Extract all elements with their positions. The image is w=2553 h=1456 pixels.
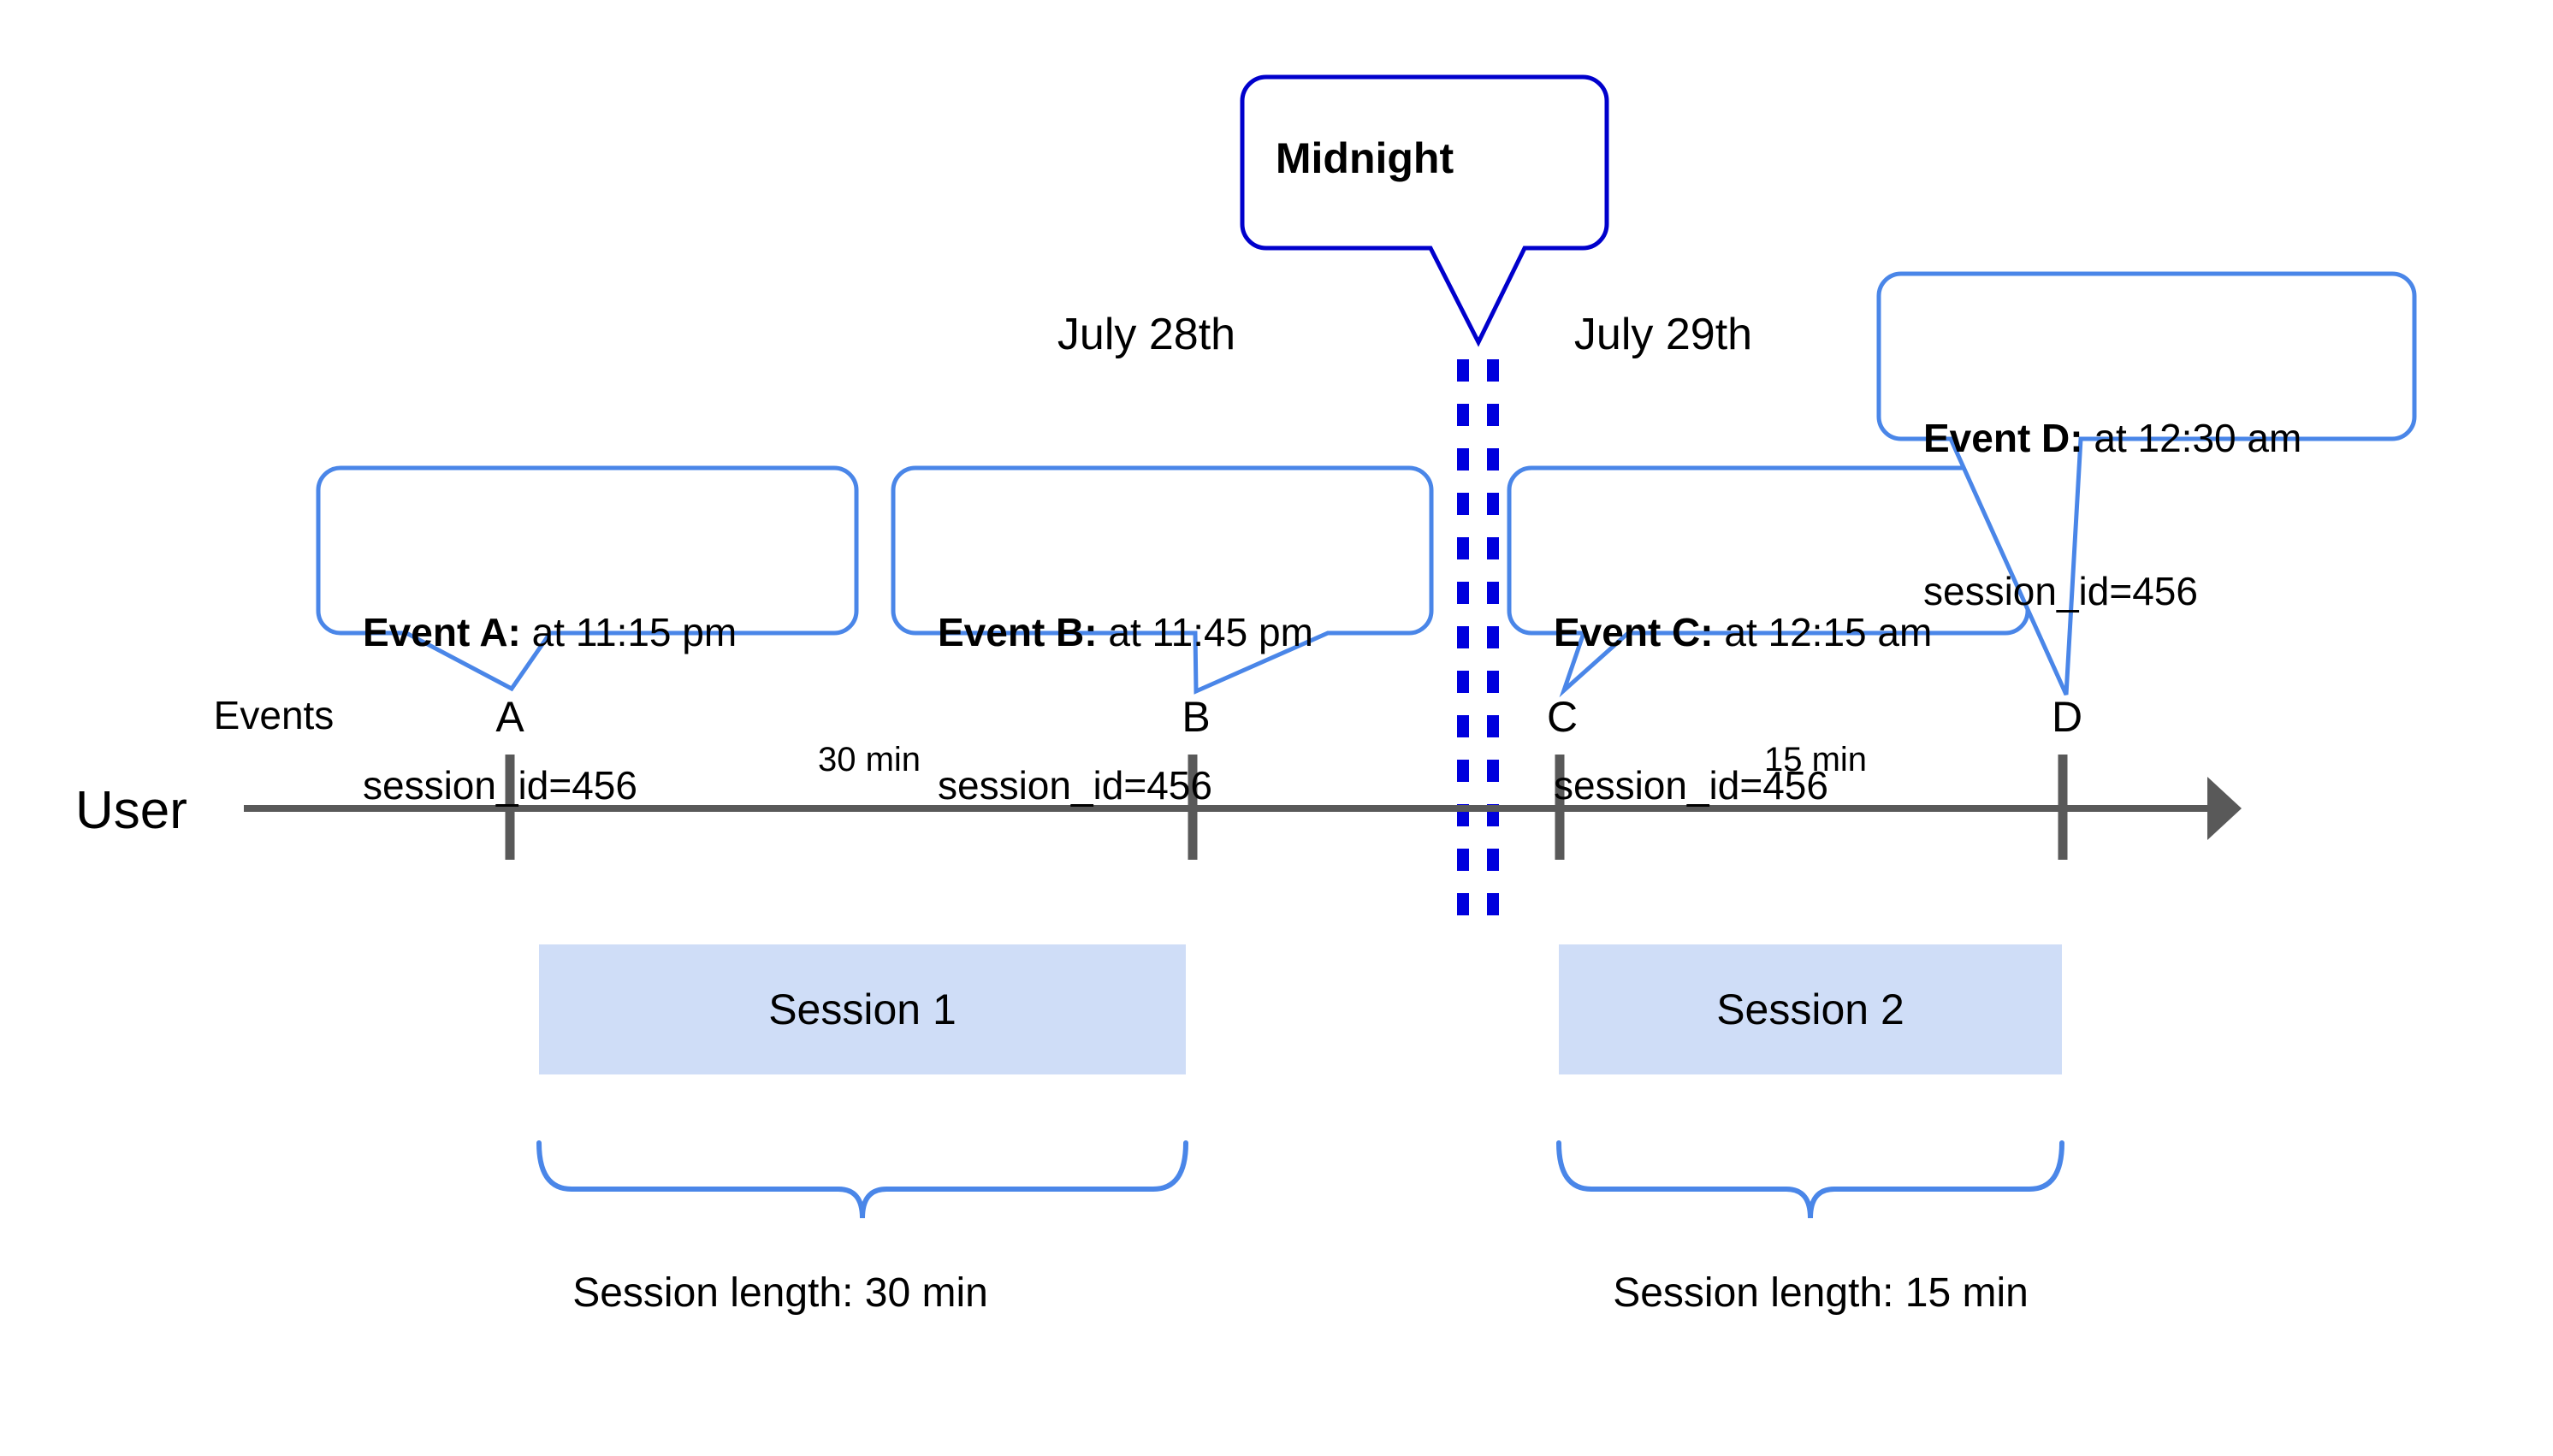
event-detail-b: at 11:45 pm bbox=[1097, 609, 1313, 654]
event-session-b: session_id=456 bbox=[938, 762, 1212, 808]
event-callout-text-a: Event A: at 11:15 pm session_id=456 bbox=[363, 505, 737, 914]
event-title-a: Event A: bbox=[363, 609, 521, 654]
event-detail-a: at 11:15 pm bbox=[520, 609, 737, 654]
event-callout-text-b: Event B: at 11:45 pm session_id=456 bbox=[938, 505, 1313, 914]
session-box-2 bbox=[1559, 944, 2062, 1074]
timeline-marker-label-b: B bbox=[1182, 693, 1211, 741]
session-brace-1 bbox=[536, 1140, 1188, 1219]
timeline-marker-label-a: A bbox=[495, 693, 524, 741]
event-callout-text-c: Event C: at 12:15 am session_id=456 bbox=[1554, 505, 1932, 914]
event-detail-d: at 12:30 am bbox=[2082, 415, 2302, 460]
event-title-d: Event D: bbox=[1923, 415, 2083, 460]
day-label-july-29: July 29th bbox=[1573, 310, 1753, 359]
event-session-a: session_id=456 bbox=[363, 762, 637, 808]
session-caption-1: Session length: 30 min bbox=[572, 1270, 988, 1316]
event-session-c: session_id=456 bbox=[1554, 762, 1828, 808]
event-detail-c: at 12:15 am bbox=[1713, 609, 1933, 654]
timeline-arrowhead bbox=[2207, 777, 2242, 840]
session-box-1 bbox=[539, 944, 1186, 1074]
lane-label-user: User bbox=[75, 781, 187, 840]
event-session-d: session_id=456 bbox=[1923, 568, 2198, 613]
session-caption-2: Session length: 15 min bbox=[1613, 1270, 2029, 1316]
lane-label-events: Events bbox=[213, 693, 335, 737]
session-label-1: Session 1 bbox=[768, 985, 957, 1033]
event-title-b: Event B: bbox=[938, 609, 1098, 654]
timeline-marker-label-c: C bbox=[1546, 693, 1579, 741]
timeline-marker-label-d: D bbox=[2051, 693, 2083, 741]
duration-label-ab: 30 min bbox=[817, 741, 921, 778]
session-label-2: Session 2 bbox=[1716, 985, 1904, 1033]
midnight-label: Midnight bbox=[1275, 134, 1454, 182]
midnight-callout-shape bbox=[1240, 74, 1609, 347]
event-title-c: Event C: bbox=[1554, 609, 1714, 654]
duration-label-cd: 15 min bbox=[1763, 741, 1868, 778]
day-label-july-28: July 28th bbox=[1057, 310, 1236, 359]
event-callout-text-d: Event D: at 12:30 am session_id=456 bbox=[1923, 311, 2301, 719]
session-brace-2 bbox=[1556, 1140, 2064, 1219]
